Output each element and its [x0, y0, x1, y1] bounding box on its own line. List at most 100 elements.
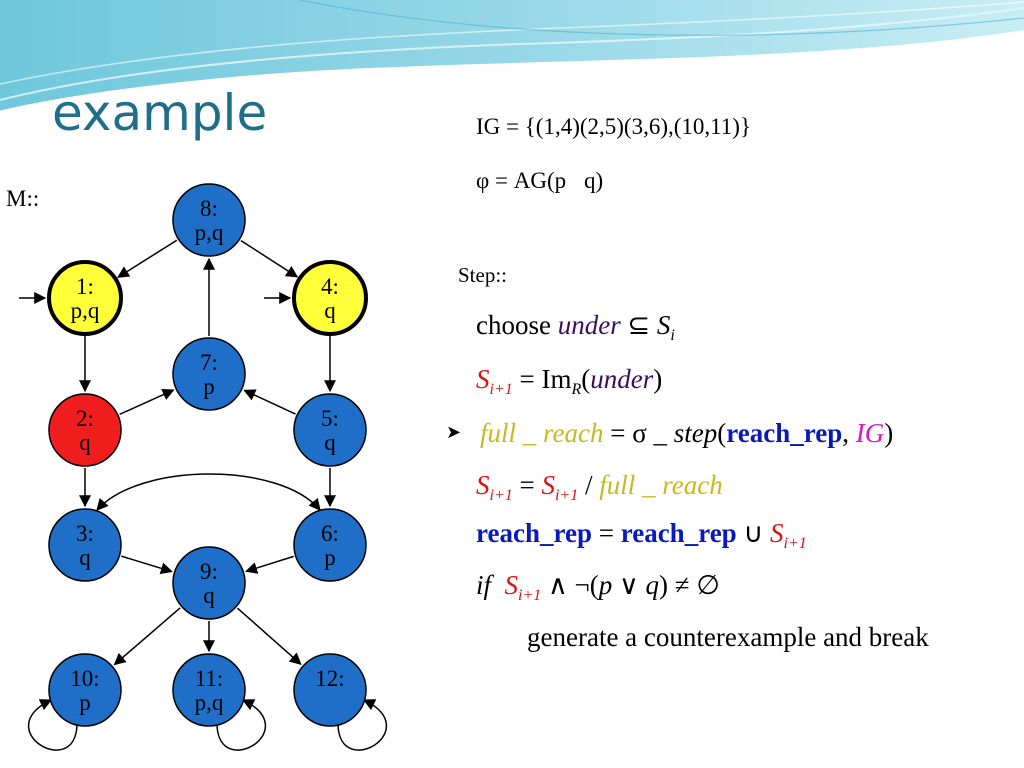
state-id-label: 9:	[200, 559, 218, 584]
state-props-label: q	[324, 430, 336, 455]
algo-line-full-reach: full _ reach = σ _ step(reach_rep, IG)	[480, 418, 893, 449]
state-id-label: 10:	[70, 666, 99, 691]
p-var: p	[598, 570, 613, 600]
s-next-index: i+1	[489, 487, 513, 504]
self-loop-10	[27, 699, 78, 751]
state-node-11: 11:p,q	[172, 653, 246, 727]
s-next-index: i+1	[783, 535, 807, 552]
state-circle	[293, 508, 367, 582]
or-symbol: ∨	[612, 570, 646, 600]
equals: =	[512, 470, 542, 500]
current-line-marker: ➤	[446, 422, 462, 443]
state-props-label: q	[79, 545, 91, 570]
state-node-12: 12:	[293, 653, 367, 727]
under-var: under	[590, 364, 654, 394]
edge-3-6	[96, 473, 321, 511]
state-id-label: 4:	[321, 274, 339, 299]
state-props-label: p	[324, 545, 336, 570]
self-loop-12	[337, 699, 388, 751]
state-circle	[48, 653, 122, 727]
s-next-var: S	[476, 364, 490, 394]
s-next-index: i+1	[518, 587, 542, 604]
s-next-index: i+1	[489, 381, 513, 398]
full-reach-var: full _ reach	[480, 418, 604, 448]
full-reach-var: full _ reach	[599, 470, 723, 500]
state-id-label: 11:	[195, 666, 224, 691]
subset-symbol: ⊆	[620, 310, 657, 340]
algo-line-if: if Si+1 ∧ ¬(p ∨ q) ≠ ∅	[476, 570, 720, 605]
model-label: M::	[6, 186, 40, 211]
state-id-label: 2:	[76, 406, 94, 431]
s-index: i	[670, 327, 675, 344]
edge-5-7	[243, 389, 296, 415]
header-banner	[0, 0, 1024, 114]
state-node-1: 1:p,q	[47, 260, 123, 336]
state-id-label: 3:	[76, 521, 94, 546]
edge-8-4	[240, 239, 299, 278]
equals: =	[591, 518, 621, 548]
state-props-label: p	[203, 374, 215, 399]
algo-line-image: Si+1 = ImR(under)	[476, 364, 662, 399]
paren-close: )	[884, 418, 894, 448]
comma: ,	[842, 418, 856, 448]
image-op: = Im	[512, 364, 572, 394]
state-circle	[47, 260, 123, 336]
state-id-label: 6:	[321, 521, 339, 546]
formula-phi: φ = AG(p q)	[476, 168, 604, 193]
s-next-var: S	[769, 518, 784, 548]
state-id-label: 12:	[315, 666, 344, 691]
algo-line-reach-rep: reach_rep = reach_rep ∪ Si+1	[476, 518, 807, 553]
reach-rep-var: reach_rep	[726, 418, 843, 448]
s-var: S	[656, 310, 671, 340]
state-props-label: p,q	[195, 220, 224, 245]
and-not: ∧ ¬(	[541, 570, 599, 600]
state-id-label: 1:	[76, 274, 94, 299]
state-node-8: 8:p,q	[172, 183, 246, 257]
paren-close: )	[653, 364, 663, 394]
if-keyword: if	[476, 570, 492, 600]
s-next-var: S	[476, 470, 490, 500]
state-id-label: 5:	[321, 406, 339, 431]
state-node-9: 9:q	[172, 546, 246, 620]
state-circle	[172, 183, 246, 257]
state-circle	[292, 260, 368, 336]
self-loop-11	[216, 699, 267, 751]
state-id-label: 8:	[200, 196, 218, 221]
sigma-op: = σ _	[603, 418, 674, 448]
step-label: Step::	[458, 263, 508, 287]
relation-index: R	[571, 381, 582, 398]
neq-empty: ) ≠ ∅	[659, 570, 720, 600]
edge-9-12	[236, 607, 302, 665]
ig-definition: IG = {(1,4)(2,5)(3,6),(10,11)}	[476, 114, 751, 139]
state-props-label: p,q	[71, 298, 100, 323]
s-next-var: S	[504, 570, 519, 600]
paren-open: (	[581, 364, 591, 394]
state-node-3: 3:q	[48, 508, 122, 582]
choose-word: choose	[476, 310, 558, 340]
algo-line-generate: generate a counterexample and break	[527, 622, 929, 652]
under-var: under	[557, 310, 621, 340]
edge-6-9	[245, 555, 294, 574]
reach-rep-var: reach_rep	[476, 518, 592, 548]
state-props-label: q	[324, 298, 336, 323]
ig-var: IG	[855, 418, 885, 448]
state-props-label: q	[79, 430, 91, 455]
state-circle	[48, 393, 122, 467]
slash: /	[578, 470, 600, 500]
algo-line-choose: choose under ⊆ Si	[476, 310, 675, 345]
edge-8-1	[116, 239, 178, 278]
state-circle	[293, 393, 367, 467]
edge-9-10	[113, 607, 181, 666]
slide-title: example	[52, 84, 268, 142]
state-circle	[172, 337, 246, 411]
state-circle	[293, 653, 367, 727]
state-node-4: 4:q	[292, 260, 368, 336]
state-node-7: 7:p	[172, 337, 246, 411]
state-id-label: 7:	[200, 350, 218, 375]
state-circle	[172, 653, 246, 727]
s-next-index-2: i+1	[554, 487, 579, 504]
state-node-10: 10:p	[48, 653, 122, 727]
q-var: q	[645, 570, 660, 600]
algo-line-difference: Si+1 = Si+1 / full _ reach	[476, 470, 723, 505]
